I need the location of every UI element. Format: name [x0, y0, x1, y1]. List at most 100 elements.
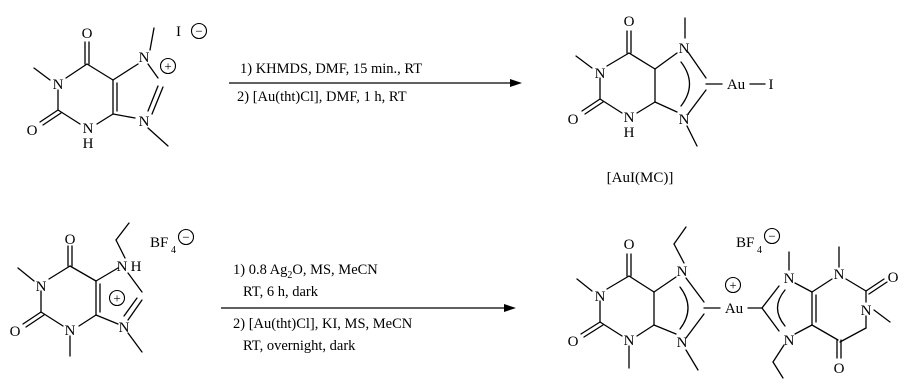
atom-label: N — [861, 303, 872, 319]
bond — [112, 113, 136, 119]
bond — [86, 63, 114, 81]
bond — [48, 265, 71, 280]
r1-reactant: O N O N H N N + I − — [27, 22, 208, 152]
bond — [580, 321, 601, 335]
bond — [581, 98, 601, 112]
positive-charge-icon — [108, 289, 126, 307]
condition-text: O, MS, MeCN — [292, 262, 378, 278]
ncn-delocalization-arc — [776, 289, 786, 327]
condition-line: 1) KHMDS, DMF, 15 min., RT — [240, 61, 422, 77]
bond — [95, 314, 119, 325]
arrowhead — [510, 79, 522, 87]
atom-label: N — [595, 289, 606, 305]
ncn-delocalization-arc — [680, 61, 691, 107]
atom-label: O — [568, 112, 579, 128]
atom-label: N — [784, 333, 795, 349]
positive-charge-icon — [724, 276, 742, 294]
bond — [839, 327, 867, 343]
bond — [40, 311, 64, 327]
atom-label: N — [53, 77, 64, 93]
bond — [772, 361, 784, 379]
atom-label: H — [131, 259, 142, 275]
bond — [575, 55, 593, 69]
bond — [636, 324, 655, 337]
bond — [685, 277, 705, 303]
atom-label: N — [677, 264, 688, 280]
r1-product: O N O N H N N Au I [AuI(MC)] — [568, 14, 774, 186]
bond — [123, 297, 138, 317]
bond — [606, 275, 630, 290]
atom-label: O — [888, 270, 899, 286]
counterion-subscript: 4 — [171, 245, 176, 256]
atom-label: N — [595, 66, 606, 82]
bond — [25, 314, 45, 328]
counterion-label: BF — [150, 235, 168, 251]
atom-label: N — [679, 41, 690, 57]
bond — [149, 27, 155, 51]
bond — [57, 109, 81, 125]
bond — [606, 52, 630, 67]
bond — [653, 324, 677, 335]
metal-label: Au — [725, 301, 744, 317]
bond — [811, 324, 839, 341]
atom-label: N — [139, 50, 150, 66]
condition-text: 1) 0.8 Ag — [233, 262, 287, 278]
bond — [33, 67, 51, 81]
bond — [147, 85, 159, 112]
bond — [685, 349, 699, 371]
charge-sign: + — [164, 59, 171, 74]
counterion-label: I — [176, 24, 181, 40]
atom-label: N — [677, 335, 688, 351]
atom-label: N — [36, 279, 47, 295]
bond — [685, 313, 705, 339]
bond — [865, 278, 885, 292]
r2-conditions: 1) 0.8 Ag2O, MS, MeCN RT, 6 h, dark 2) [… — [221, 262, 516, 354]
bond — [39, 109, 59, 123]
atom-label: O — [27, 123, 38, 139]
charge-sign: + — [729, 278, 736, 293]
atom-label: H — [83, 136, 94, 152]
negative-charge-icon — [177, 228, 195, 246]
bond — [794, 282, 813, 293]
counterion-label: BF — [736, 235, 754, 251]
bond — [687, 51, 707, 79]
atom-label: O — [624, 14, 635, 30]
bond — [653, 276, 677, 293]
bond — [96, 113, 114, 125]
atom-label: O — [10, 324, 21, 340]
atom-label: H — [624, 125, 635, 141]
r1-conditions: 1) KHMDS, DMF, 15 min., RT 2) [Au(tht)Cl… — [229, 61, 522, 105]
metal-label: Au — [727, 77, 746, 93]
charge-sign: − — [768, 229, 775, 244]
positive-charge-icon — [159, 57, 177, 75]
atom-label: O — [82, 26, 93, 42]
bond — [873, 309, 891, 323]
bond — [654, 52, 678, 70]
ncn-delocalization-arc — [679, 286, 689, 330]
bond — [772, 344, 785, 363]
bond — [576, 278, 593, 292]
bond — [147, 127, 169, 147]
bond — [112, 63, 139, 81]
bond — [673, 243, 685, 264]
atom-label: N — [139, 114, 150, 130]
bond — [794, 324, 813, 335]
condition-line: 2) [Au(tht)Cl], DMF, 1 h, RT — [237, 89, 407, 105]
atom-label: O — [624, 237, 635, 253]
condition-subscript: 2 — [287, 270, 292, 281]
charge-sign: − — [195, 24, 202, 39]
charge-sign: + — [113, 291, 120, 306]
compound-label: [AuI(MC)] — [607, 170, 674, 186]
negative-charge-icon — [763, 227, 781, 245]
atom-label: N — [117, 259, 128, 275]
atom-label: N — [834, 267, 845, 283]
bond — [115, 222, 130, 241]
bond — [628, 275, 655, 293]
bond — [42, 112, 62, 126]
bond — [628, 52, 656, 70]
condition-line: 2) [Au(tht)Cl], KI, MS, MeCN — [233, 316, 413, 332]
r2-product: O N O N N N Au + N N N N O O BF 4 − — [568, 226, 899, 379]
bond — [686, 125, 698, 147]
bond — [17, 267, 35, 282]
